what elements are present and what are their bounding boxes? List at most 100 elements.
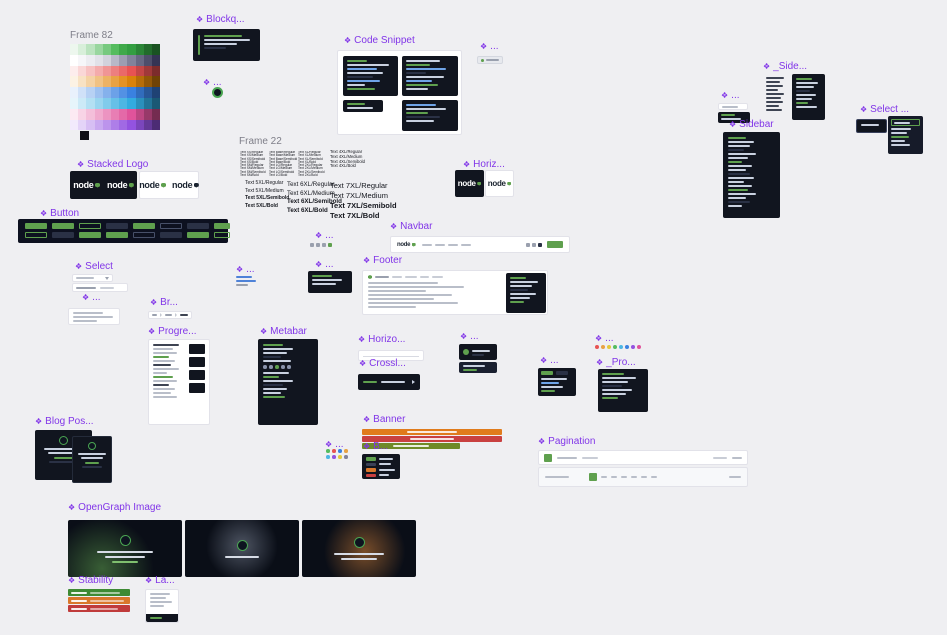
color-swatch[interactable] <box>70 119 79 131</box>
code-block[interactable] <box>343 56 398 96</box>
og-image-gray[interactable] <box>185 520 299 577</box>
share-icon[interactable] <box>275 365 279 369</box>
component-label-sidebar[interactable]: ❖Sidebar <box>729 120 774 130</box>
component-label-inline-code[interactable]: ❖... <box>480 42 499 52</box>
component-label-button[interactable]: ❖Button <box>40 209 79 219</box>
tab[interactable] <box>556 371 568 375</box>
color-swatch[interactable] <box>78 87 87 98</box>
component-label-code-snippet[interactable]: ❖Code Snippet <box>344 36 415 46</box>
color-swatch[interactable] <box>86 44 95 55</box>
color-swatch[interactable] <box>78 97 87 109</box>
pro-list-preview[interactable] <box>598 369 648 412</box>
pagination-row-preview[interactable] <box>538 450 748 465</box>
sidebar-dark-preview[interactable] <box>792 74 825 120</box>
button-outline[interactable] <box>160 223 182 229</box>
component-label-small-list[interactable]: ❖... <box>82 293 101 303</box>
share-icon[interactable] <box>281 365 285 369</box>
color-swatch[interactable] <box>86 87 95 98</box>
color-swatch[interactable] <box>119 108 128 120</box>
color-swatch[interactable] <box>102 87 111 98</box>
color-swatch[interactable] <box>143 97 152 109</box>
color-swatch[interactable] <box>70 97 79 109</box>
blockquote-preview[interactable] <box>193 29 260 61</box>
button-outline[interactable] <box>79 223 101 229</box>
color-swatch[interactable] <box>127 54 136 66</box>
page-active[interactable] <box>544 453 552 462</box>
color-swatch[interactable] <box>151 44 161 55</box>
color-swatch[interactable] <box>78 65 87 77</box>
stacked-logo-dark-preview[interactable]: node node <box>70 171 137 199</box>
button-neutral[interactable] <box>160 232 182 238</box>
color-swatch[interactable] <box>119 65 128 77</box>
color-swatch[interactable] <box>135 54 144 66</box>
color-swatch[interactable] <box>631 345 635 349</box>
color-swatch[interactable] <box>595 345 599 349</box>
button-primary[interactable] <box>187 232 209 238</box>
component-label-icon-set[interactable]: ❖... <box>325 440 344 450</box>
component-label-banner[interactable]: ❖Banner <box>363 415 405 425</box>
color-swatch[interactable] <box>151 87 161 98</box>
component-label-avatar-chip[interactable]: ❖... <box>460 332 479 342</box>
component-label-stacked-logo[interactable]: ❖Stacked Logo <box>77 160 148 170</box>
color-swatch[interactable] <box>94 119 103 131</box>
component-label-breadcrumb[interactable]: ❖Br... <box>150 298 178 308</box>
color-swatch[interactable] <box>613 345 617 349</box>
thumbnail[interactable] <box>189 383 205 393</box>
component-label-code-tabs[interactable]: ❖... <box>540 356 559 366</box>
button-set-preview[interactable] <box>18 219 230 243</box>
button-primary[interactable] <box>79 232 101 238</box>
color-swatch[interactable] <box>143 87 152 98</box>
nav-link[interactable] <box>447 243 458 246</box>
select-light-menu[interactable] <box>72 283 128 292</box>
color-swatch[interactable] <box>110 44 120 55</box>
color-swatch[interactable] <box>344 455 348 459</box>
color-swatch[interactable] <box>94 97 103 109</box>
color-swatch[interactable] <box>143 108 152 120</box>
color-swatch[interactable] <box>332 455 336 459</box>
color-swatch[interactable] <box>127 87 136 98</box>
color-swatch[interactable] <box>86 76 95 88</box>
component-label-dropdown-dark[interactable]: ❖... <box>315 260 334 270</box>
color-swatch[interactable] <box>94 87 103 98</box>
component-label-crosslink[interactable]: ❖Crossl... <box>359 359 406 369</box>
color-dot-row[interactable] <box>595 345 643 349</box>
button-outline[interactable] <box>25 232 47 238</box>
og-image-green[interactable] <box>68 520 182 577</box>
link-list-preview[interactable] <box>236 276 256 286</box>
color-swatch[interactable] <box>102 76 111 88</box>
color-swatch[interactable] <box>86 54 95 66</box>
component-label-select-small[interactable]: ❖... <box>721 91 740 101</box>
stability-stable-preview[interactable] <box>68 589 130 596</box>
dropdown-dark-preview[interactable] <box>308 271 352 293</box>
banner-error-preview[interactable] <box>362 436 502 442</box>
color-swatch[interactable] <box>70 65 79 77</box>
color-swatch[interactable] <box>102 54 111 66</box>
component-label-select-light[interactable]: ❖Select <box>75 262 113 272</box>
avatar-chip-dark-preview[interactable] <box>459 344 497 360</box>
color-swatch[interactable] <box>94 108 103 120</box>
page-active[interactable] <box>589 473 597 481</box>
color-swatch[interactable] <box>127 108 136 120</box>
color-swatch[interactable] <box>143 76 152 88</box>
component-label-language[interactable]: ❖La... <box>145 576 175 586</box>
color-swatch[interactable] <box>135 76 144 88</box>
color-swatch[interactable] <box>94 76 103 88</box>
tab-active[interactable] <box>541 371 553 375</box>
share-icon[interactable] <box>269 365 273 369</box>
color-swatch[interactable] <box>94 54 103 66</box>
component-label-horizontal-rule[interactable]: ❖Horizo... <box>358 335 405 345</box>
small-list-preview[interactable] <box>68 308 120 325</box>
color-swatch[interactable] <box>78 54 87 66</box>
color-swatch[interactable] <box>86 119 95 131</box>
color-swatch[interactable] <box>127 76 136 88</box>
color-swatch[interactable] <box>110 54 120 66</box>
color-swatch[interactable] <box>119 87 128 98</box>
sidebar-preview[interactable] <box>723 132 780 218</box>
component-label-color-dots[interactable]: ❖... <box>595 334 614 344</box>
color-swatch[interactable] <box>143 119 152 131</box>
color-swatch[interactable] <box>127 65 136 77</box>
color-swatch[interactable] <box>151 97 161 109</box>
thumbnail[interactable] <box>189 344 205 354</box>
color-swatch[interactable] <box>135 44 144 55</box>
stability-experimental-preview[interactable] <box>68 597 130 604</box>
